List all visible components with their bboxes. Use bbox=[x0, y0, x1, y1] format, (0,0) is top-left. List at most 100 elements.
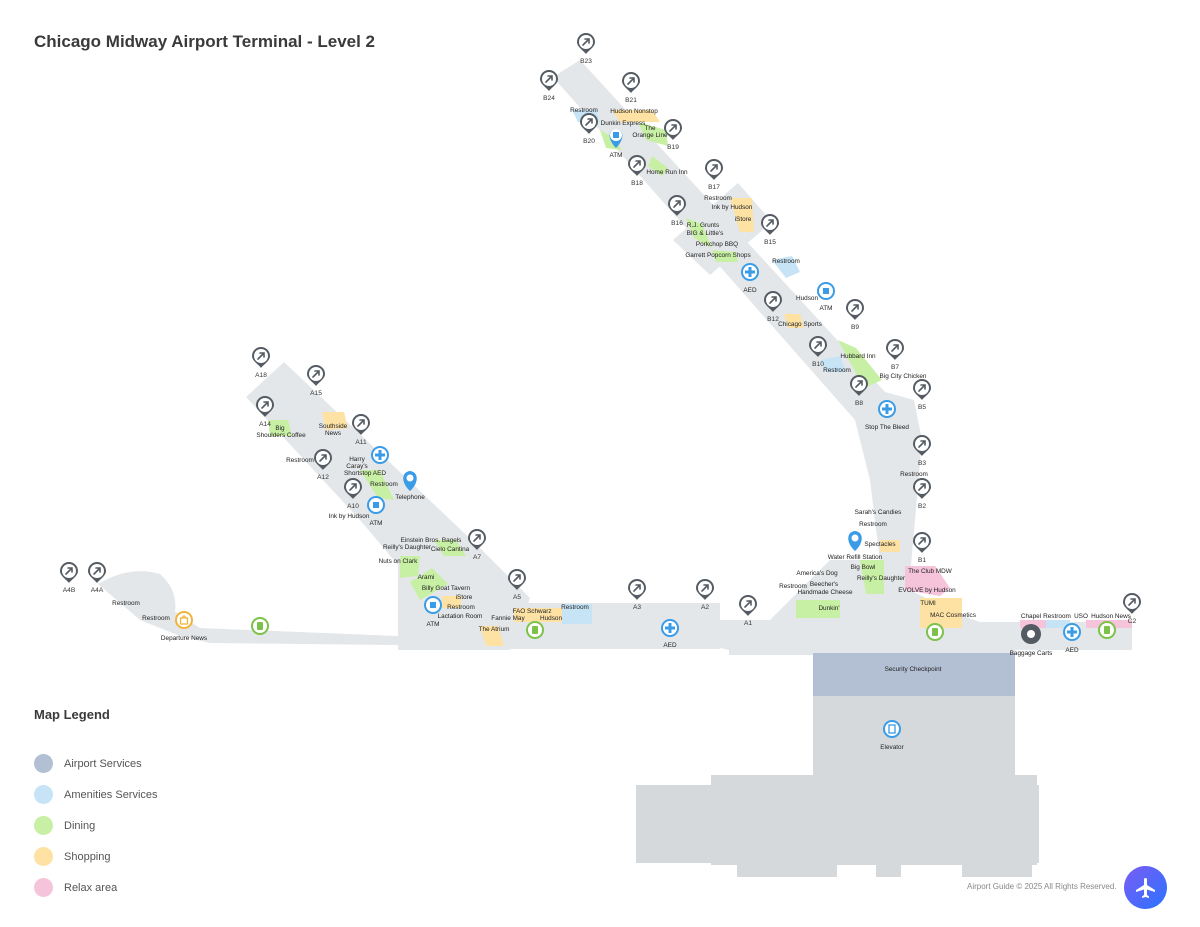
aed-cross-icon[interactable] bbox=[1063, 623, 1081, 641]
gate-pin[interactable]: A18 bbox=[252, 347, 270, 379]
atm-icon[interactable] bbox=[817, 282, 835, 300]
place-label: Shortstop AED bbox=[344, 470, 386, 477]
gate-pin[interactable]: B21 bbox=[622, 72, 640, 104]
gate-pin[interactable]: B20 bbox=[580, 113, 598, 145]
gate-pin[interactable]: B5 bbox=[913, 379, 931, 411]
gate-pin[interactable]: A12 bbox=[314, 449, 332, 481]
gate-pin[interactable]: A4B bbox=[60, 562, 78, 594]
shopping-zone bbox=[730, 198, 754, 232]
gate-arrow-glyph bbox=[93, 567, 101, 575]
atm-icon[interactable] bbox=[367, 496, 385, 514]
gate-pin[interactable]: B17 bbox=[705, 159, 723, 191]
gate-pin[interactable]: B12 bbox=[764, 291, 782, 323]
gate-pin[interactable]: B16 bbox=[668, 195, 686, 227]
shopping-zone bbox=[442, 596, 462, 608]
gate-pin[interactable]: A15 bbox=[307, 365, 325, 397]
gate-pin[interactable]: B1 bbox=[913, 532, 931, 564]
copyright-text: Airport Guide © 2025 All Rights Reserved… bbox=[967, 882, 1117, 891]
place-label: Restroom bbox=[112, 600, 140, 607]
gate-pin[interactable]: A11 bbox=[352, 414, 370, 446]
gate-label: C2 bbox=[1128, 618, 1137, 625]
place-label: Elevator bbox=[880, 744, 904, 751]
shopping-zone bbox=[784, 314, 804, 328]
place-label: ATM bbox=[426, 621, 439, 628]
place-label: America's Dog bbox=[796, 570, 838, 577]
gate-pin[interactable]: A4A bbox=[88, 562, 106, 594]
gate-label: B9 bbox=[851, 324, 859, 331]
map-legend: Airport Services Amenities Services Dini… bbox=[34, 748, 158, 903]
gate-arrow-glyph bbox=[633, 160, 641, 168]
dining-pin-icon[interactable] bbox=[926, 623, 944, 641]
gate-label: A4A bbox=[91, 587, 104, 594]
place-label: Big City Chicken bbox=[880, 373, 927, 380]
restroom-zone bbox=[1046, 620, 1070, 628]
place-label: Restroom bbox=[823, 367, 851, 374]
place-label: AED bbox=[743, 287, 757, 294]
place-label: Billy Goat Tavern bbox=[422, 585, 471, 592]
place-label: Spectacles bbox=[864, 541, 895, 548]
airport-guide-logo[interactable] bbox=[1124, 866, 1167, 909]
gate-pin[interactable]: B18 bbox=[628, 155, 646, 187]
shopping-zone bbox=[514, 608, 562, 622]
building-block bbox=[711, 775, 1037, 865]
place-label: Chapel bbox=[1021, 613, 1041, 620]
gate-arrow-glyph bbox=[918, 384, 926, 392]
gate-pin[interactable]: B24 bbox=[540, 70, 558, 102]
gate-label: A11 bbox=[355, 439, 367, 446]
aed-cross-icon[interactable] bbox=[741, 263, 759, 281]
place-label: Hudson Nonstop bbox=[610, 108, 658, 115]
gate-pin[interactable]: A3 bbox=[628, 579, 646, 611]
place-label: Restroom bbox=[286, 457, 314, 464]
gate-arrow-glyph bbox=[769, 296, 777, 304]
gate-pin[interactable]: B8 bbox=[850, 375, 868, 407]
gate-pin[interactable]: C2 bbox=[1123, 593, 1141, 625]
place-label: Restroom bbox=[704, 195, 732, 202]
gate-arrow-glyph bbox=[918, 440, 926, 448]
dining-pin-icon[interactable] bbox=[1098, 621, 1116, 639]
dining-zone bbox=[686, 218, 712, 248]
gate-pin[interactable]: B7 bbox=[886, 339, 904, 371]
gate-pin[interactable]: B10 bbox=[809, 336, 827, 368]
baggage-pin-icon[interactable] bbox=[1021, 624, 1041, 644]
dining-zone bbox=[638, 122, 668, 146]
elevator-icon[interactable] bbox=[883, 720, 901, 738]
gate-pin[interactable]: A1 bbox=[739, 595, 757, 627]
location-pin-icon[interactable] bbox=[403, 471, 417, 491]
gate-arrow-glyph bbox=[357, 419, 365, 427]
place-label: Hudson News bbox=[1091, 613, 1131, 620]
dining-pin-icon[interactable] bbox=[526, 621, 544, 639]
gate-pin[interactable]: B2 bbox=[913, 478, 931, 510]
gate-pin[interactable]: A2 bbox=[696, 579, 714, 611]
gate-pin[interactable]: A5 bbox=[508, 569, 526, 601]
aed-cross-icon[interactable] bbox=[371, 446, 389, 464]
atm-icon[interactable] bbox=[424, 596, 442, 614]
place-label: Departure News bbox=[161, 635, 207, 642]
place-label: AED bbox=[663, 642, 677, 649]
shopping-zone bbox=[612, 110, 660, 122]
gate-pin[interactable]: A14 bbox=[256, 396, 274, 428]
place-label: AED bbox=[1065, 647, 1079, 654]
gate-label: B18 bbox=[631, 180, 643, 187]
gate-pin[interactable]: A7 bbox=[468, 529, 486, 561]
stop-the-bleed-icon[interactable] bbox=[878, 400, 896, 418]
shopping-bag-icon[interactable] bbox=[175, 611, 193, 629]
gate-pin[interactable]: B23 bbox=[577, 33, 595, 65]
place-label: Stop The Bleed bbox=[865, 424, 909, 431]
gate-label: B5 bbox=[918, 404, 926, 411]
gate-pin[interactable]: B9 bbox=[846, 299, 864, 331]
gate-arrow-glyph bbox=[814, 341, 822, 349]
place-label: Ink by Hudson bbox=[712, 204, 753, 211]
atm-icon[interactable] bbox=[609, 129, 623, 148]
dining-pin-icon[interactable] bbox=[251, 617, 269, 635]
gate-label: B2 bbox=[918, 503, 926, 510]
gate-pin[interactable]: B15 bbox=[761, 214, 779, 246]
shopping-zone bbox=[322, 412, 348, 430]
gate-pin[interactable]: B3 bbox=[913, 435, 931, 467]
gate-pin[interactable]: A10 bbox=[344, 478, 362, 510]
spectacles-pin-icon[interactable] bbox=[848, 531, 862, 551]
gate-pin[interactable]: B19 bbox=[664, 119, 682, 151]
gate-label: A14 bbox=[259, 421, 271, 428]
gate-label: A15 bbox=[310, 390, 322, 397]
aed-cross-icon[interactable] bbox=[661, 619, 679, 637]
airplane-icon bbox=[1135, 877, 1155, 898]
